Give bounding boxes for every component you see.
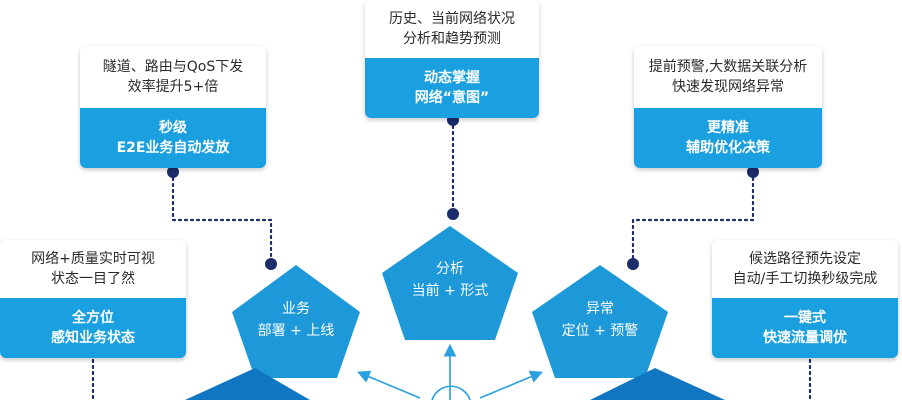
dot-upper-left-card — [167, 166, 179, 178]
arrow-to-anomaly — [479, 370, 543, 399]
card-lower-right-subtitle: 快速流量调优 — [763, 330, 847, 346]
dot-top-center-pentagon — [447, 208, 459, 220]
center-circle-partial — [431, 385, 471, 400]
card-top-center-subtitle: 网络“意图” — [414, 90, 490, 106]
dot-anomaly-pentagon — [627, 258, 639, 270]
pentagon-lower-left-partial — [185, 368, 310, 400]
card-lower-left-line-1: 网络+质量实时可视 — [31, 251, 155, 267]
pentagon-analysis-label: 分析 当前 + 形式 — [390, 258, 510, 302]
dot-business-pentagon — [265, 258, 277, 270]
card-top-center-line-2: 分析和趋势预测 — [403, 31, 501, 47]
card-lower-left-subtitle: 感知业务状态 — [51, 330, 135, 346]
card-top-center-line-1: 历史、当前网络状况 — [389, 11, 515, 27]
card-upper-right-line-2: 快速发现网络异常 — [672, 79, 784, 95]
connector-upper-left — [171, 170, 273, 264]
card-upper-right: 提前预警,大数据关联分析 快速发现网络异常 更精准 辅助优化决策 — [634, 46, 822, 168]
card-upper-right-subtitle: 辅助优化决策 — [686, 140, 770, 156]
card-lower-right-title: 一键式 — [784, 310, 826, 326]
pentagon-lower-right-partial — [590, 368, 725, 400]
card-lower-left-line-2: 状态一目了然 — [51, 271, 135, 287]
card-lower-right: 候选路径预先设定 自动/手工切换秒级完成 一键式 快速流量调优 — [712, 240, 898, 358]
card-upper-left-line-1: 隧道、路由与QoS下发 — [102, 59, 244, 75]
card-lower-left-title: 全方位 — [72, 310, 114, 326]
arrow-to-business — [357, 370, 421, 399]
pentagon-business-label: 业务 部署 + 上线 — [236, 298, 356, 342]
pentagon-anomaly-subtitle: 定位 + 预警 — [561, 323, 639, 339]
pentagon-anomaly — [532, 265, 668, 378]
card-upper-right-line-1: 提前预警,大数据关联分析 — [648, 59, 808, 75]
dot-upper-right-card — [747, 166, 759, 178]
pentagon-business — [232, 265, 360, 378]
connector-upper-right — [631, 170, 755, 264]
card-lower-left: 网络+质量实时可视 状态一目了然 全方位 感知业务状态 — [0, 240, 186, 358]
pentagon-anomaly-title: 异常 — [586, 301, 614, 317]
pentagon-business-subtitle: 部署 + 上线 — [257, 323, 335, 339]
pentagon-analysis — [382, 226, 518, 340]
card-lower-right-line-1: 候选路径预先设定 — [749, 251, 861, 267]
card-lower-right-line-2: 自动/手工切换秒级完成 — [732, 271, 878, 287]
pentagon-analysis-subtitle: 当前 + 形式 — [411, 283, 489, 299]
card-upper-left: 隧道、路由与QoS下发 效率提升5+倍 秒级 E2E业务自动发放 — [80, 46, 266, 168]
card-top-center: 历史、当前网络状况 分析和趋势预测 动态掌握 网络“意图” — [365, 0, 539, 118]
card-upper-left-title: 秒级 — [159, 120, 187, 136]
pentagon-analysis-title: 分析 — [436, 261, 464, 277]
card-upper-left-subtitle: E2E业务自动发放 — [116, 140, 230, 156]
pentagon-business-title: 业务 — [282, 301, 310, 317]
pentagon-anomaly-label: 异常 定位 + 预警 — [540, 298, 660, 342]
card-upper-right-title: 更精准 — [707, 120, 749, 136]
card-top-center-title: 动态掌握 — [424, 70, 480, 86]
card-upper-left-line-2: 效率提升5+倍 — [127, 79, 219, 95]
